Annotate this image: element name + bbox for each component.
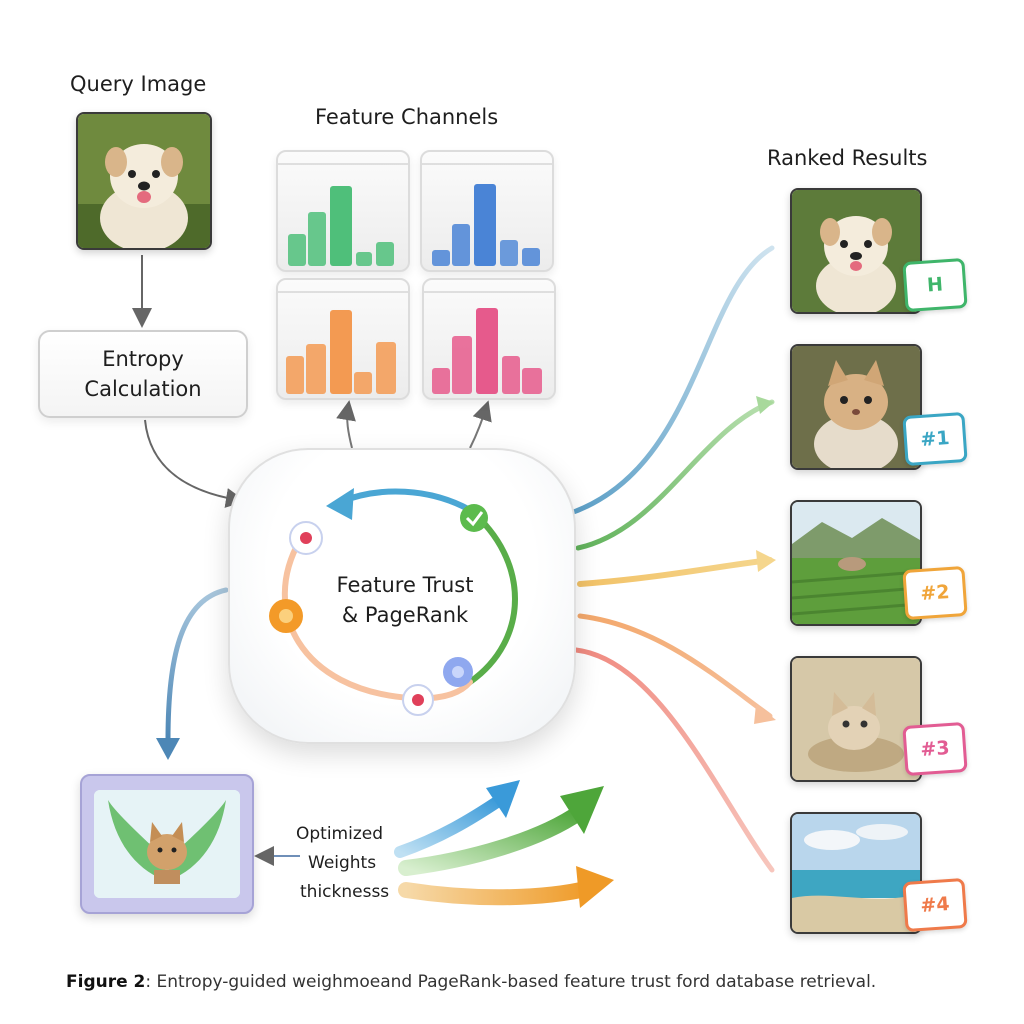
- channel-bar: [286, 356, 304, 394]
- blue-node-icon: [443, 657, 473, 687]
- green-check-icon: [460, 504, 488, 532]
- entropy-line-1: Entropy: [102, 347, 184, 371]
- channel-bar: [452, 336, 472, 394]
- result-image-3: [790, 656, 922, 782]
- arrow-entropy-to-core: [144, 419, 246, 508]
- arrow-to-rank-1: [575, 399, 775, 551]
- big-arrowhead-blue: [486, 780, 520, 818]
- optimized-weights-text: Optimized Weights thicknesss: [296, 820, 400, 907]
- optimized-weights-frame: [80, 774, 254, 914]
- result-image-2: [790, 500, 922, 626]
- channel-bar: [306, 344, 326, 394]
- cycle-arc-green: [467, 507, 518, 685]
- weights-line-1: Optimized: [296, 824, 384, 844]
- arrow-to-rank-2: [577, 557, 773, 587]
- arrowhead-rank-2: [756, 550, 776, 572]
- entropy-line-2: Calculation: [84, 377, 202, 401]
- channel-bar: [502, 356, 520, 394]
- dog-photo: [78, 114, 210, 248]
- channel-bar: [356, 252, 372, 266]
- arrow-core-to-channels-right: [469, 400, 492, 449]
- channel-bar: [452, 224, 470, 266]
- rank-badge-1: #1: [902, 411, 968, 467]
- entropy-calculation-box: Entropy Calculation: [38, 330, 248, 418]
- result-image-1: [790, 344, 922, 470]
- arrow-core-to-weights: [165, 587, 229, 743]
- core-line-1: Feature Trust: [336, 573, 474, 597]
- channel-bar: [474, 184, 496, 266]
- feature-channel-orange: [276, 278, 410, 400]
- arrowhead-rank-1: [756, 396, 774, 414]
- rank-badge-3: #3: [902, 721, 968, 777]
- channel-bar: [376, 342, 396, 394]
- core-label: Feature Trust & PageRank: [300, 570, 510, 630]
- big-arrow-blue: [394, 794, 506, 858]
- arrowhead-rank-3: [754, 704, 776, 724]
- channel-bar: [476, 308, 498, 394]
- rank-badge-h: H: [902, 257, 968, 313]
- query-image-label: Query Image: [70, 72, 207, 96]
- core-line-2: & PageRank: [341, 603, 469, 627]
- channel-bar: [432, 368, 450, 394]
- feature-channels-label: Feature Channels: [315, 105, 499, 129]
- cycle-arc-blue: [337, 488, 473, 513]
- arrow-to-rank-4: [573, 647, 775, 873]
- channel-bar: [330, 310, 352, 394]
- result-image-4: [790, 812, 922, 934]
- pink-node-icon: [289, 521, 323, 555]
- arrow-to-rank-3: [577, 613, 773, 719]
- cycle-arc-peach: [281, 537, 473, 702]
- channel-bar: [522, 248, 540, 266]
- optimized-weights-image: [94, 790, 240, 898]
- weights-line-2: Weights: [308, 853, 377, 873]
- big-arrow-orange: [398, 880, 598, 906]
- feature-channel-blue: [420, 150, 554, 272]
- arrowhead-to-weights: [156, 738, 180, 760]
- channel-bar: [500, 240, 518, 266]
- feature-trust-core: [228, 448, 576, 744]
- orange-node-icon: [269, 599, 303, 633]
- big-arrowhead-orange: [576, 866, 614, 908]
- feature-channel-green: [276, 150, 410, 272]
- channel-bar: [354, 372, 372, 394]
- channel-bar: [330, 186, 352, 266]
- channel-bar: [522, 368, 542, 394]
- ranked-results-label: Ranked Results: [767, 146, 928, 170]
- rank-badge-4: #4: [902, 877, 968, 933]
- result-image-h: [790, 188, 922, 314]
- query-image: [76, 112, 212, 250]
- arrow-to-rank-h: [565, 245, 775, 517]
- figure-number: Figure 2: [66, 972, 146, 992]
- channel-bar: [288, 234, 306, 266]
- red-node-icon: [402, 684, 434, 716]
- cycle-arrowhead: [326, 488, 354, 520]
- big-arrow-green: [398, 804, 588, 876]
- channel-bar: [376, 242, 394, 266]
- arrow-core-to-channels-left: [336, 400, 356, 449]
- channel-bar: [432, 250, 450, 266]
- big-arrowhead-green: [560, 786, 604, 834]
- figure-caption: Figure 2: Entropy-guided weighmoeand Pag…: [66, 972, 876, 992]
- channel-bar: [308, 212, 326, 266]
- feature-channel-pink: [422, 278, 556, 400]
- weights-line-3: thicknesss: [300, 882, 390, 902]
- caption-text: : Entropy-guided weighmoeand PageRank-ba…: [145, 972, 877, 992]
- rank-badge-2: #2: [902, 565, 968, 621]
